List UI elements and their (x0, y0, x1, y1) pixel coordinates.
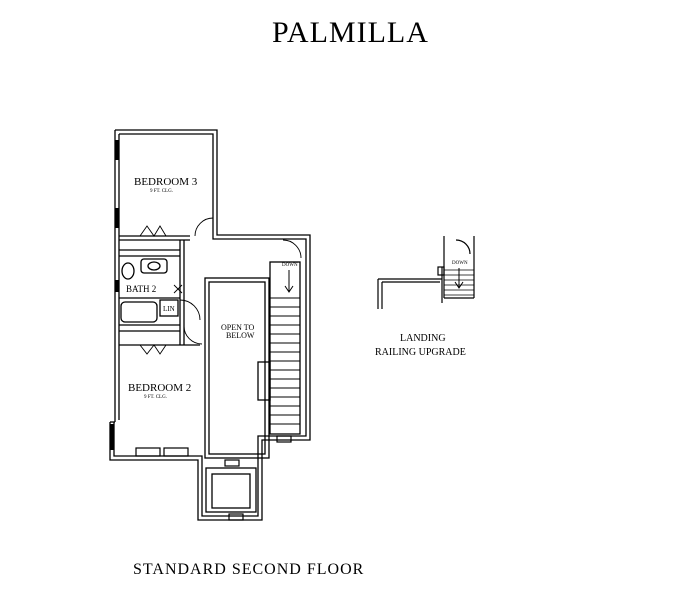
stair-arrow (284, 270, 294, 293)
floor-caption: STANDARD SECOND FLOOR (133, 561, 365, 578)
landing-detail (377, 236, 475, 309)
railing-upgrade-label: RAILING UPGRADE (375, 347, 466, 358)
windows (110, 140, 119, 450)
stair-treads (270, 297, 300, 425)
window-frames (135, 435, 292, 521)
linen-label: LIN (163, 305, 175, 313)
door-swings (139, 217, 302, 355)
stair-down-label: DOWN (282, 263, 298, 268)
bedroom2-ceiling: 9 FT. CLG. (144, 395, 167, 400)
bath2-label: BATH 2 (126, 284, 156, 294)
landing-stair-arrow (454, 268, 464, 289)
bedroom2-label: BEDROOM 2 (128, 382, 191, 394)
bedroom3-label: BEDROOM 3 (134, 176, 198, 188)
plan-title: PALMILLA (272, 16, 429, 49)
open-to-below-label-1: OPEN TO (221, 323, 254, 332)
landing-down-label: DOWN (452, 261, 468, 266)
open-to-below-label-2: BELOW (226, 331, 255, 340)
landing-label: LANDING (400, 333, 446, 344)
bedroom3-ceiling: 9 FT. CLG. (150, 189, 173, 194)
